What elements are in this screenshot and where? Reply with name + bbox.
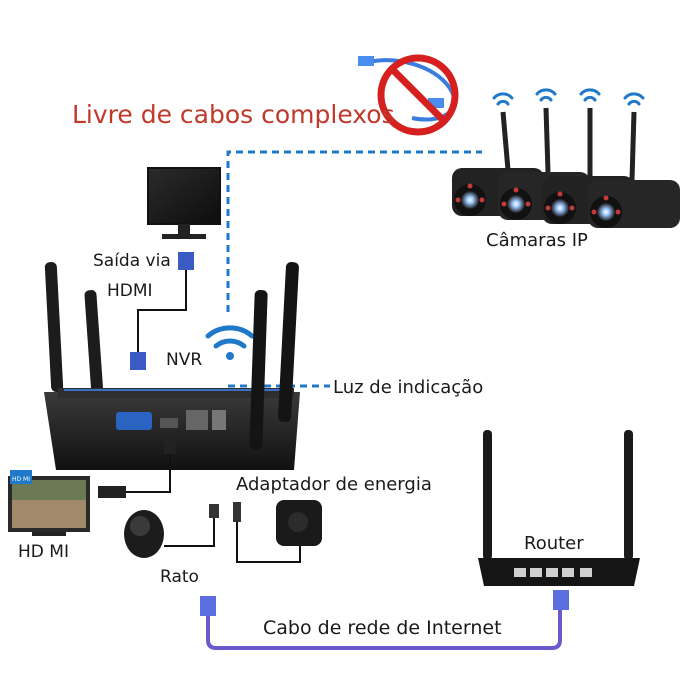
video-out-label-line2: HDMI [107,281,153,301]
hdmi-badge-text: HD MI [12,476,30,483]
network-cable-label: Cabo de rede de Internet [263,617,502,639]
mouse-label: Rato [160,567,199,587]
monitor-icon [147,167,221,239]
hdmi-display-label: HD MI [18,542,69,562]
tagline-label: Livre de cabos complexos [72,100,395,129]
nvr-device [44,262,300,470]
video-out-label-line1: Saída via [93,251,171,271]
wireless-link [226,150,482,388]
usb-cable [98,434,176,498]
network-cable [200,590,569,650]
power-adapter-label: Adaptador de energia [236,474,432,495]
nvr-label: NVR [166,350,203,370]
mouse-icon [124,504,219,558]
router-label: Router [524,533,584,554]
cameras-label: Câmaras IP [486,230,588,251]
router-device [478,430,640,586]
video-cable [130,252,194,370]
power-adapter-icon [233,500,322,563]
ip-cameras [452,88,680,228]
no-cable-icon [358,54,459,136]
hdmi-tv [8,470,90,536]
indicator-light-label: Luz de indicação [333,377,484,398]
wifi-icon [205,325,255,360]
